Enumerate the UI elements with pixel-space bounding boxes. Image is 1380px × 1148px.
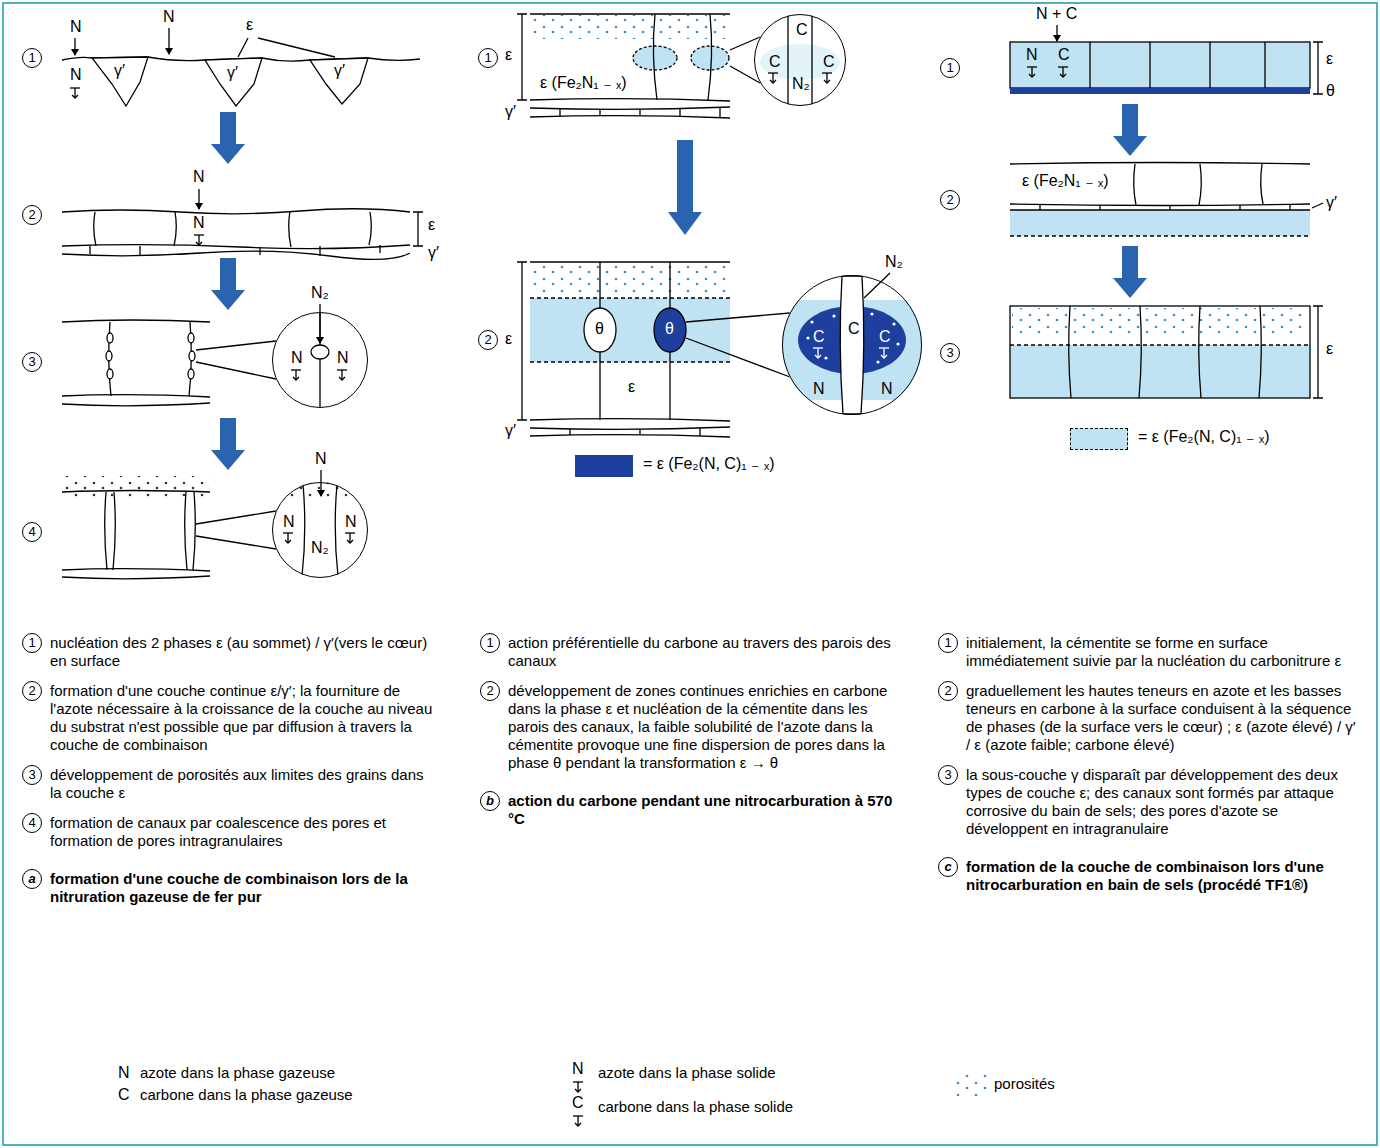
phase-symbol: ε bbox=[628, 378, 635, 396]
description-text: la sous-couche γ disparaît par développe… bbox=[966, 766, 1361, 838]
callout-number: 4 bbox=[22, 522, 42, 542]
callout-number: 1 bbox=[22, 633, 42, 653]
phase-symbol: N bbox=[193, 168, 205, 186]
description-text: action préférentielle du carbone au trav… bbox=[508, 634, 903, 670]
phase-symbol: N bbox=[283, 513, 295, 531]
phase-symbol: γ′ bbox=[505, 103, 516, 121]
phase-symbol: C bbox=[823, 53, 835, 71]
magnified-inset: N N N₂ bbox=[272, 482, 368, 578]
phase-symbol: ε (Fe₂N₁ ₋ ₓ) bbox=[1022, 172, 1109, 190]
description-text: formation d'une couche continue ε/γ′; la… bbox=[50, 682, 435, 754]
phase-symbol: N bbox=[337, 349, 349, 367]
phase-symbol: γ′ bbox=[334, 62, 345, 80]
legend-swatch bbox=[1070, 428, 1128, 450]
figure-caption: formation de la couche de combinaison lo… bbox=[966, 858, 1361, 894]
phase-symbol: C bbox=[813, 328, 825, 346]
phase-symbol: C bbox=[1058, 46, 1070, 64]
phase-symbol: N bbox=[118, 1064, 130, 1082]
phase-symbol: N bbox=[163, 8, 175, 26]
description-text: développement de zones continues enrichi… bbox=[508, 682, 903, 772]
legend-text: = ε (Fe₂(N, C)₁ ₋ ₓ) bbox=[1138, 428, 1270, 446]
phase-symbol: θ bbox=[1326, 82, 1335, 100]
phase-symbol: C bbox=[118, 1086, 130, 1104]
description-text: développement de porosités aux limites d… bbox=[50, 766, 435, 802]
callout-number: 1 bbox=[940, 58, 960, 78]
callout-number: 2 bbox=[478, 330, 498, 350]
phase-symbol: N₂ bbox=[311, 284, 329, 302]
callout-number: a bbox=[22, 869, 42, 889]
phase-symbol: N bbox=[193, 214, 205, 232]
callout-number: 2 bbox=[940, 190, 960, 210]
phase-symbol: N bbox=[572, 1060, 584, 1078]
callout-number: 2 bbox=[938, 681, 958, 701]
phase-symbol: C bbox=[572, 1094, 584, 1112]
callout-number: 3 bbox=[22, 352, 42, 372]
callout-number: 3 bbox=[940, 343, 960, 363]
callout-number: 3 bbox=[22, 765, 42, 785]
description-text: nucléation des 2 phases ε (au sommet) / … bbox=[50, 634, 435, 670]
phase-symbol: θ bbox=[595, 320, 604, 338]
callout-number: 2 bbox=[22, 205, 42, 225]
callout-number: c bbox=[938, 857, 958, 877]
phase-symbol: ε (Fe₂N₁ ₋ ₓ) bbox=[540, 74, 627, 92]
phase-symbol: N bbox=[813, 380, 825, 398]
callout-number: 1 bbox=[478, 48, 498, 68]
description-text: initialement, la cémentite se forme en s… bbox=[966, 634, 1361, 670]
legend-text: carbone dans la phase gazeuse bbox=[140, 1086, 353, 1104]
legend-text: azote dans la phase solide bbox=[598, 1064, 776, 1082]
phase-symbol: θ bbox=[665, 320, 674, 338]
phase-symbol: ε bbox=[1326, 340, 1333, 358]
phase-symbol: ε bbox=[428, 216, 435, 234]
callout-number: 1 bbox=[480, 633, 500, 653]
callout-number: 2 bbox=[480, 681, 500, 701]
phase-symbol: C bbox=[848, 320, 860, 338]
phase-symbol: C bbox=[879, 328, 891, 346]
phase-symbol: γ′ bbox=[114, 62, 125, 80]
callout-number: 2 bbox=[22, 681, 42, 701]
phase-symbol: N bbox=[291, 349, 303, 367]
phase-symbol: N bbox=[1026, 46, 1038, 64]
phase-symbol: γ′ bbox=[505, 422, 516, 440]
description-text: graduellement les hautes teneurs en azot… bbox=[966, 682, 1361, 754]
figure-caption: action du carbone pendant une nitrocarbu… bbox=[508, 792, 903, 828]
phase-symbol: C bbox=[769, 53, 781, 71]
legend-swatch bbox=[575, 455, 633, 477]
legend-text: azote dans la phase gazeuse bbox=[140, 1064, 335, 1082]
phase-symbol: N₂ bbox=[792, 75, 810, 93]
callout-number: b bbox=[480, 791, 500, 811]
phase-symbol: N₂ bbox=[885, 253, 903, 271]
description-text: formation de canaux par coalescence des … bbox=[50, 814, 435, 850]
legend-text: porosités bbox=[994, 1075, 1055, 1093]
figure-caption: formation d'une couche de combinaison lo… bbox=[50, 870, 435, 906]
callout-number: 3 bbox=[938, 765, 958, 785]
legend-text: = ε (Fe₂(N, C)₁ ₋ ₓ) bbox=[643, 455, 775, 473]
phase-symbol: γ′ bbox=[227, 64, 238, 82]
phase-symbol: ε bbox=[505, 330, 512, 348]
phase-symbol: ε bbox=[246, 16, 253, 34]
phase-symbol: N + C bbox=[1036, 5, 1077, 23]
phase-symbol: γ′ bbox=[428, 244, 439, 262]
callout-number: 1 bbox=[22, 48, 42, 68]
phase-symbol: γ′ bbox=[1326, 194, 1337, 212]
callout-number: 4 bbox=[22, 813, 42, 833]
phase-symbol: N bbox=[345, 513, 357, 531]
phase-symbol: C bbox=[796, 21, 808, 39]
magnified-inset: C C C N N bbox=[782, 275, 922, 415]
magnified-inset: CCCN₂ bbox=[754, 14, 846, 106]
magnified-inset: NN bbox=[272, 312, 368, 408]
phase-symbol: N bbox=[70, 66, 82, 84]
phase-symbol: N bbox=[70, 18, 82, 36]
phase-symbol: N bbox=[315, 450, 327, 468]
legend-text: carbone dans la phase solide bbox=[598, 1098, 793, 1116]
phase-symbol: ε bbox=[1326, 50, 1333, 68]
phase-symbol: N₂ bbox=[311, 539, 329, 557]
phase-symbol: N bbox=[881, 380, 893, 398]
callout-number: 1 bbox=[938, 633, 958, 653]
phase-symbol: ε bbox=[505, 46, 512, 64]
